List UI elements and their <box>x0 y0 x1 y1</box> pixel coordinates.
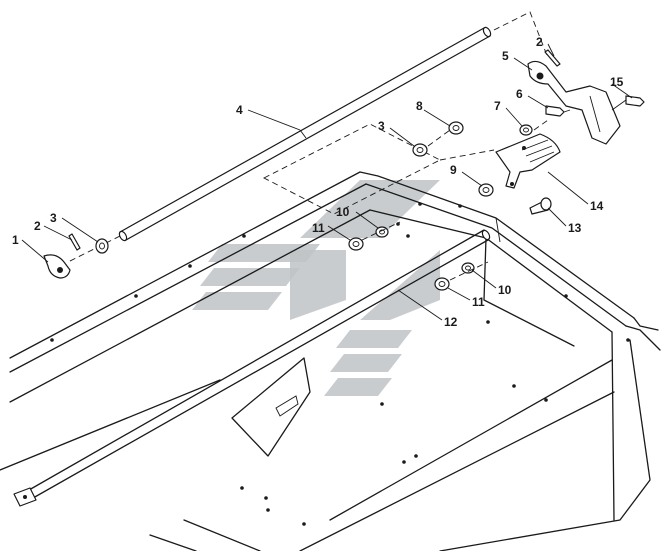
callout-10-lower: 10 <box>498 283 512 297</box>
right-hardware <box>348 49 645 291</box>
callout-12: 12 <box>444 315 458 329</box>
callout-3-right: 3 <box>378 119 385 133</box>
callout-10-upper: 10 <box>336 205 350 219</box>
callout-9: 9 <box>450 163 457 177</box>
callout-4: 4 <box>236 103 243 117</box>
watermark-logo <box>192 180 440 396</box>
callout-13: 13 <box>568 221 582 235</box>
frame-body <box>0 171 661 551</box>
callout-11-upper: 11 <box>312 221 325 235</box>
callout-7: 7 <box>494 99 501 113</box>
callout-14: 14 <box>590 199 604 213</box>
callout-2-left: 2 <box>34 219 41 233</box>
callout-1: 1 <box>12 233 19 247</box>
callout-3-left: 3 <box>50 211 57 225</box>
callout-5: 5 <box>502 49 509 63</box>
shaft-12 <box>13 229 491 507</box>
left-hardware <box>43 233 109 279</box>
callout-6: 6 <box>516 87 523 101</box>
callout-2-right: 2 <box>536 35 543 49</box>
callout-labels: 1 2 3 4 2 5 6 15 8 7 3 9 14 13 10 11 10 … <box>12 35 624 329</box>
leader-lines <box>21 43 633 321</box>
rod-4 <box>67 11 549 263</box>
callout-15: 15 <box>610 75 624 89</box>
callout-8: 8 <box>416 99 423 113</box>
callout-11-lower: 11 <box>472 295 485 309</box>
